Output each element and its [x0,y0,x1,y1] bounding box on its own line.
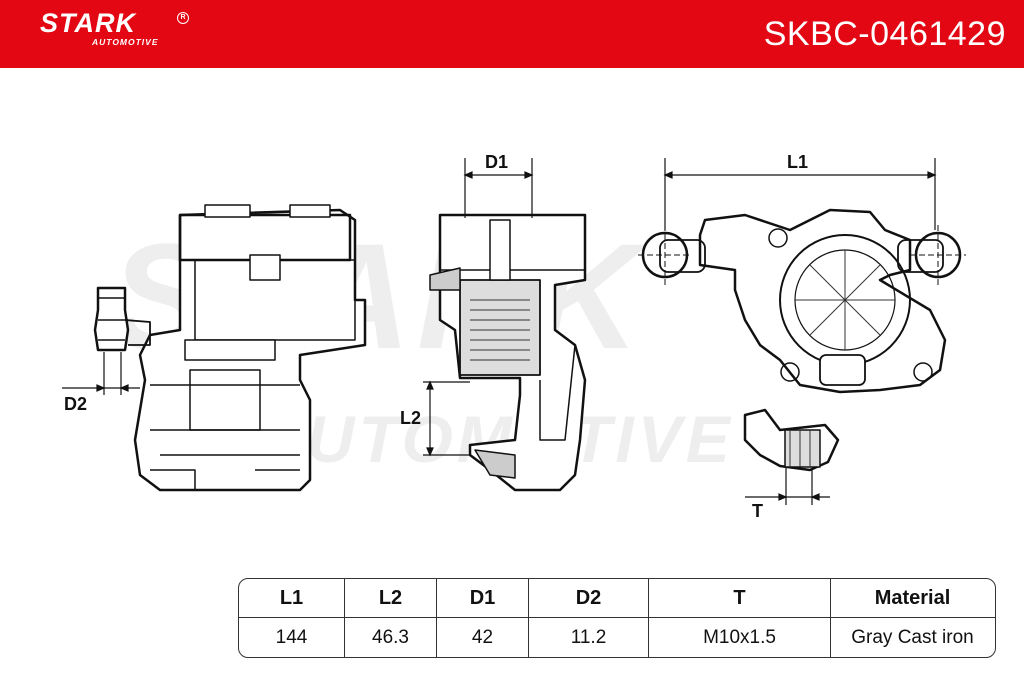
value-d2: 11.2 [529,618,649,657]
technical-drawing: STARK AUTOMOTIVE D2 [62,152,966,521]
brand-logo: STARK AUTOMOTIVE R [40,8,189,47]
label-t: T [752,501,763,521]
label-d1: D1 [485,152,508,172]
dimension-l2 [423,380,470,457]
caliper-front-view [641,208,962,394]
label-d2: D2 [64,394,87,414]
header-material: Material [874,586,951,609]
brand-name: STARK [40,8,136,38]
specs-table: L1 L2 D1 D2 T Material 144 46.3 42 11.2 … [238,578,996,658]
dimension-d1 [463,158,534,218]
value-l2: 46.3 [345,618,437,657]
centerline-marks [638,225,966,285]
value-d1: 42 [437,618,529,657]
specs-value-row: 144 46.3 42 11.2 M10x1.5 Gray Cast iron [239,618,995,657]
caliper-cross-section [429,213,587,492]
dimension-d2 [62,352,140,395]
header-l1: L1 [239,579,345,617]
dimension-t [745,468,830,505]
brand-subtitle: AUTOMOTIVE [92,37,159,47]
header-d1: D1 [437,579,529,617]
header-d2: D2 [529,579,649,617]
value-t: M10x1.5 [649,618,831,657]
header-t: T [649,579,831,617]
value-l1: 144 [239,618,345,657]
label-l1: L1 [787,152,808,172]
caliper-side-view [93,204,367,492]
label-l2: L2 [400,408,421,428]
header-l2: L2 [345,579,437,617]
specs-header-row: L1 L2 D1 D2 T Material [239,579,995,618]
value-material: Gray Cast iron [851,626,974,648]
header-bar: STARK AUTOMOTIVE R SKBC-0461429 [0,0,1024,68]
registered-mark-icon: R [177,12,189,24]
dimension-l1 [663,158,937,230]
part-number: SKBC-0461429 [763,15,1006,53]
thread-detail [743,408,840,472]
